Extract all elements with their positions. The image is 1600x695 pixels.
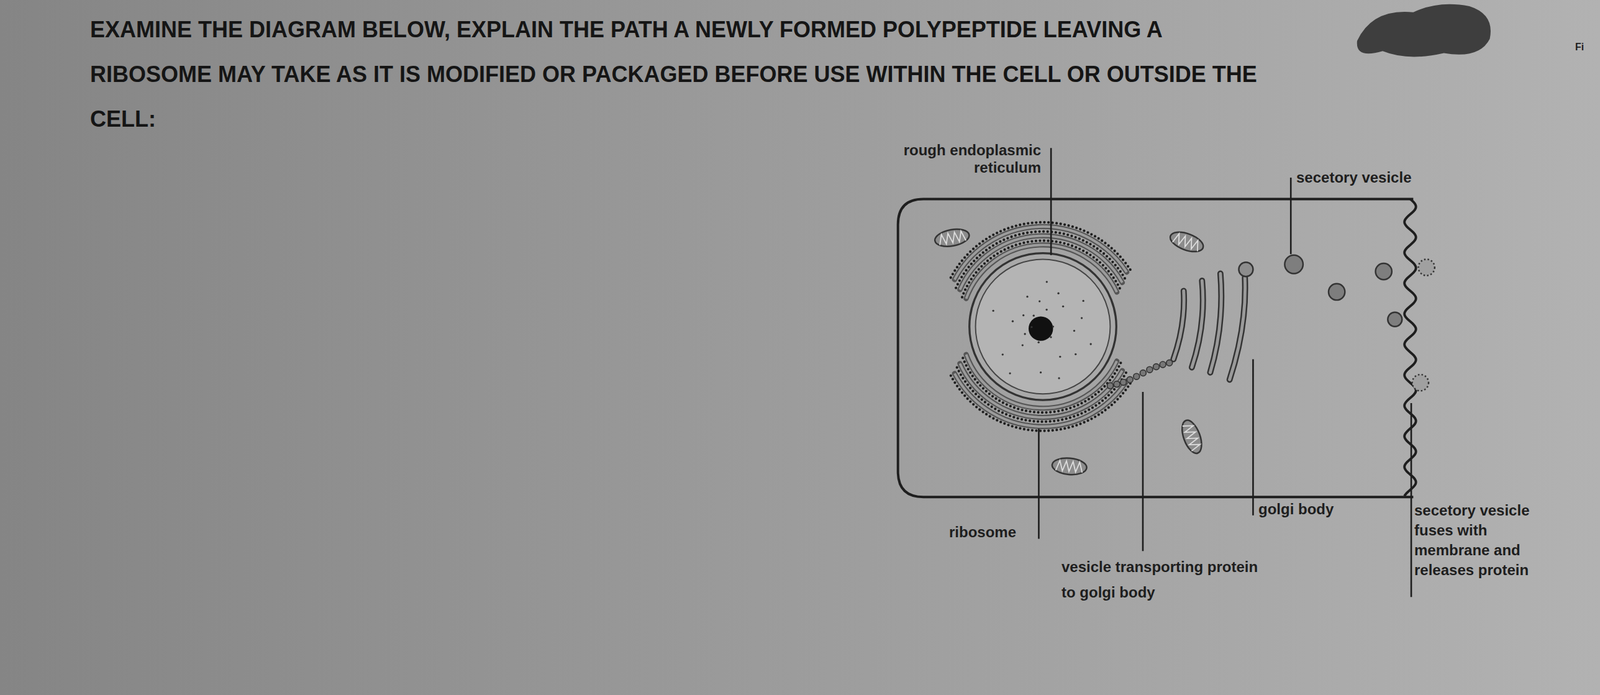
label-holder: ribosome	[949, 523, 1017, 542]
title-holder: EXAMINE THE DIAGRAM BELOW, EXPLAIN THE P…	[90, 7, 1283, 142]
mitochondria	[933, 226, 1206, 476]
part-label: ribosome	[949, 523, 1017, 542]
part-label: secetory vesicle	[1296, 168, 1412, 187]
worksheet-question: EXAMINE THE DIAGRAM BELOW, EXPLAIN THE P…	[90, 7, 1283, 142]
label-holder: golgi body	[1258, 500, 1334, 519]
part-label: vesicle transporting protein to golgi bo…	[1061, 554, 1261, 606]
part-label: golgi body	[1258, 500, 1334, 519]
label-holder: secetory vesicle	[1296, 168, 1412, 187]
secretory-vesicles	[1284, 255, 1435, 391]
nucleus	[969, 253, 1117, 401]
membrane-fold	[1404, 198, 1417, 496]
label-holder: rough endoplasmic reticulum	[860, 141, 1041, 176]
rough-er	[950, 222, 1131, 432]
label-holder: vesicle transporting protein to golgi bo…	[1061, 554, 1261, 606]
chromatin	[992, 280, 1092, 379]
golgi-stack	[1173, 262, 1253, 380]
label-holder: secetory vesicle fuses with membrane and…	[1414, 500, 1567, 581]
part-label: rough endoplasmic reticulum	[860, 141, 1041, 176]
transport-vesicles	[1107, 359, 1173, 389]
part-label: secetory vesicle fuses with membrane and…	[1414, 500, 1567, 581]
cell-membrane	[898, 198, 1414, 497]
page-edge-text: Fi	[1575, 40, 1584, 53]
label-holder: Fi	[1575, 40, 1584, 53]
leader-lines	[1038, 147, 1412, 597]
ink-blot	[1357, 4, 1491, 58]
